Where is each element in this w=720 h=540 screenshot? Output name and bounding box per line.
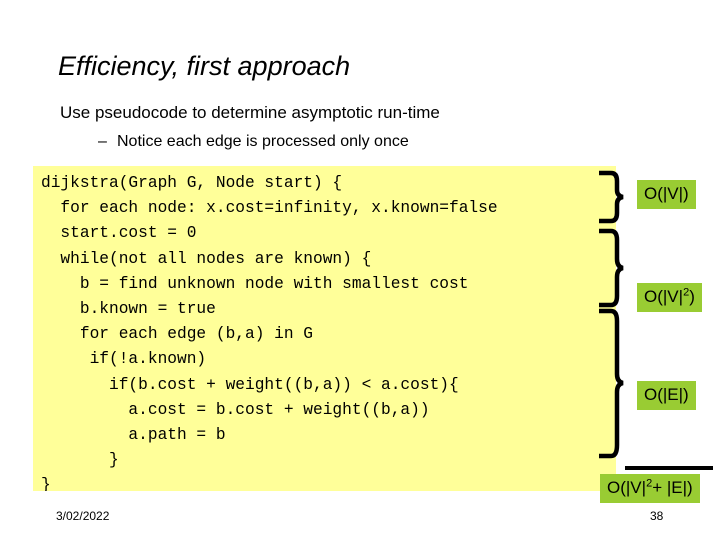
pseudocode-box: dijkstra(Graph G, Node start) { for each…: [33, 166, 616, 491]
bullet-level-2: – Notice each edge is processed only onc…: [98, 131, 409, 152]
complexity-label-vertices: O(|V|): [637, 180, 696, 209]
footer-page-number: 38: [650, 509, 664, 523]
complexity-label-vertices-squared: O(|V|2): [637, 283, 702, 312]
brace-3-icon: [595, 308, 625, 460]
complexity-label-total: O(|V|2+ |E|): [600, 474, 700, 503]
brace-1-icon: [595, 170, 625, 224]
brace-2-icon: [595, 228, 625, 308]
total-divider-rule: [625, 466, 713, 470]
bullet-level-2-label: Notice each edge is processed only once: [117, 133, 409, 150]
bullet-level-1: Use pseudocode to determine asymptotic r…: [60, 103, 440, 122]
complexity-total-tail: + |E|): [652, 478, 693, 497]
complexity-total-exponent: 2: [646, 477, 653, 490]
complexity-total-base: O(|V|: [607, 478, 647, 497]
page-title: Efficiency, first approach: [58, 51, 351, 81]
pseudocode-text: dijkstra(Graph G, Node start) { for each…: [41, 174, 498, 491]
complexity-label-edges: O(|E|): [637, 381, 696, 410]
complexity-v2-base: O(|V|: [644, 287, 684, 306]
footer-date: 3/02/2022: [56, 509, 110, 523]
complexity-v2-tail: ): [689, 287, 695, 306]
complexity-v2-exponent: 2: [683, 286, 690, 299]
dash-bullet-marker: –: [98, 133, 107, 150]
